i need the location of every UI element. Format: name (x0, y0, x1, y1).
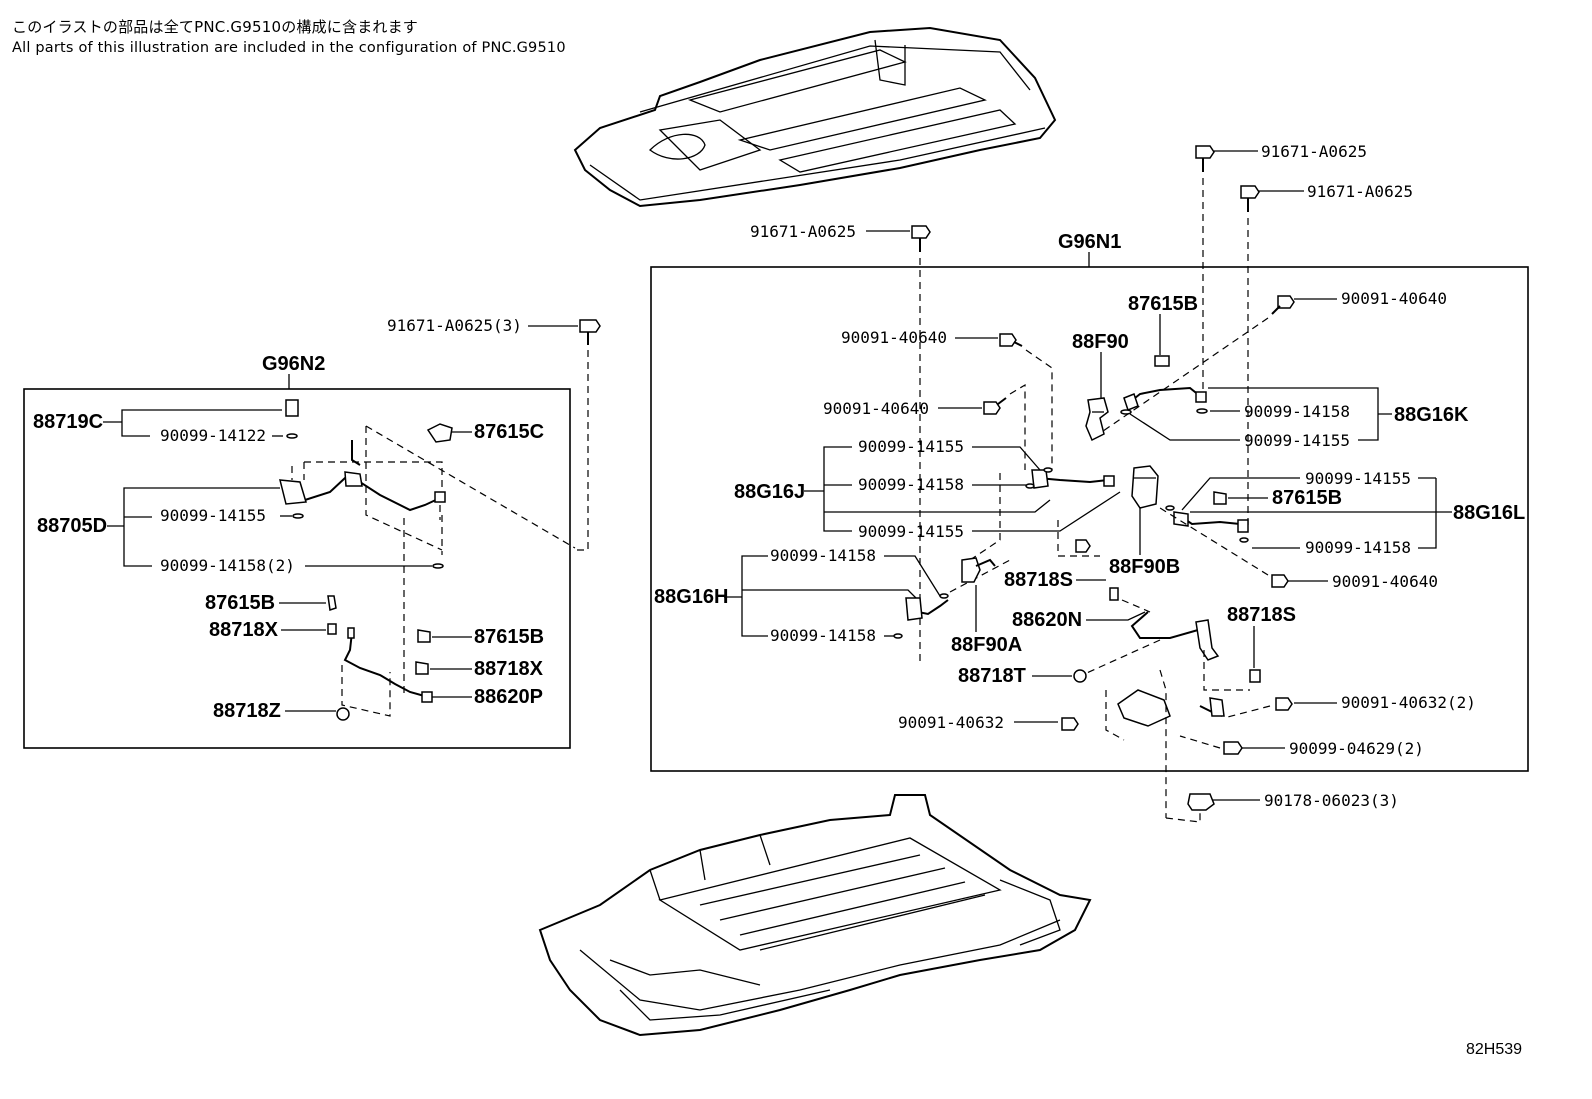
battery-upper-cover (573, 26, 1057, 208)
clip-icon (1249, 669, 1261, 683)
connector-icon (1154, 355, 1170, 367)
bolt-icon (1271, 574, 1289, 588)
label-90099-14155-k: 90099-14155 (1244, 431, 1350, 450)
bolt-icon (911, 225, 931, 252)
label-87615b-b: 87615B (474, 626, 544, 648)
connector-icon (327, 595, 337, 611)
label-88718z: 88718Z (213, 700, 281, 722)
label-88718x-a: 88718X (209, 619, 279, 641)
wire-harness-88g16k (1120, 386, 1208, 415)
label-90091-40640-b: 90091-40640 (841, 328, 947, 347)
label-88718s-b: 88718S (1227, 604, 1296, 626)
label-90091-40632: 90091-40632 (898, 713, 1004, 732)
connector-icon (285, 399, 299, 439)
label-j-90099-14155-b: 90099-14155 (858, 522, 964, 541)
label-88g16j: 88G16J (734, 481, 805, 503)
bolt-icon (1275, 697, 1293, 711)
label-88f90a: 88F90A (951, 634, 1022, 656)
bolt-icon (579, 319, 601, 345)
clamp-icon (426, 423, 453, 443)
label-90091-40640-d: 90091-40640 (1332, 572, 1438, 591)
grommet-icon (336, 707, 350, 721)
label-88705d: 88705D (37, 515, 107, 537)
figure-reference: 82H539 (1466, 1041, 1522, 1058)
clip-icon (415, 661, 429, 675)
label-90099-14155: 90099-14155 (160, 506, 266, 525)
header-english-note: All parts of this illustration are inclu… (12, 40, 566, 56)
bolt-icon (1240, 185, 1260, 212)
label-87615b-mid: 87615B (1272, 487, 1342, 509)
label-88f90: 88F90 (1072, 331, 1129, 353)
header-japanese-note: このイラストの部品は全てPNC.G9510の構成に含まれます (12, 18, 419, 36)
grommet-icon (1073, 669, 1087, 683)
label-88718x-b: 88718X (474, 658, 544, 680)
nut-icon (1223, 741, 1243, 755)
label-j-90099-14155-a: 90099-14155 (858, 437, 964, 456)
wire-88620n (1130, 611, 1220, 661)
bolt-icon (1061, 717, 1079, 731)
wire-harness-88g16h (893, 593, 949, 639)
label-88g16h: 88G16H (654, 586, 729, 608)
group-label-g96n1: G96N1 (1058, 231, 1121, 253)
wire-harness-88g16j (1025, 467, 1115, 489)
label-87615b-top: 87615B (1128, 293, 1198, 315)
bolt-icon (1195, 145, 1215, 172)
nut-icon (1187, 793, 1215, 811)
label-90099-04629-2: 90099-04629(2) (1289, 739, 1424, 758)
label-88718t: 88718T (958, 665, 1026, 687)
label-90178-06023-3: 90178-06023(3) (1264, 791, 1399, 810)
label-88620n: 88620N (1012, 609, 1082, 631)
label-91671-a0625-mid: 91671-A0625 (750, 222, 856, 241)
label-87615c: 87615C (474, 421, 544, 443)
label-l-90099-14158: 90099-14158 (1305, 538, 1411, 557)
label-90091-40640-c: 90091-40640 (823, 399, 929, 418)
group-box-g96n2 (23, 388, 571, 749)
group-label-g96n2: G96N2 (262, 353, 325, 375)
label-91671-a0625-top1: 91671-A0625 (1261, 142, 1367, 161)
label-l-90099-14155: 90099-14155 (1305, 469, 1411, 488)
label-h-90099-14158-a: 90099-14158 (770, 546, 876, 565)
relay-88f90b (1131, 465, 1159, 509)
clip-icon (327, 623, 337, 635)
clip-icon (1109, 587, 1119, 601)
label-88g16l: 88G16L (1453, 502, 1525, 524)
relay-88f90a (961, 557, 996, 583)
label-90099-14122: 90099-14122 (160, 426, 266, 445)
label-90091-40640-a: 90091-40640 (1341, 289, 1447, 308)
battery-lower-tray (538, 794, 1092, 1037)
bolt-icon (1271, 295, 1295, 315)
bracket-icon (1117, 689, 1225, 727)
label-91671-a0625-top2: 91671-A0625 (1307, 182, 1413, 201)
bolt-icon (999, 333, 1023, 347)
wire-harness-88705d (279, 440, 446, 569)
label-88620p: 88620P (474, 686, 543, 708)
group-box-g96n1 (650, 266, 1529, 772)
relay-88f90 (1085, 397, 1109, 442)
label-90091-40632-2: 90091-40632(2) (1341, 693, 1476, 712)
wire-88620p (343, 627, 433, 703)
bolt-icon (983, 397, 1007, 415)
label-88g16k: 88G16K (1394, 404, 1469, 426)
label-88f90b: 88F90B (1109, 556, 1180, 578)
label-91671-a0625-3: 91671-A0625(3) (387, 316, 522, 335)
label-88718s-a: 88718S (1004, 569, 1073, 591)
label-j-90099-14158: 90099-14158 (858, 475, 964, 494)
connector-icon (1213, 491, 1227, 505)
label-88719c: 88719C (33, 411, 103, 433)
bolt-icon (1075, 539, 1091, 553)
connector-icon (417, 629, 431, 643)
label-90099-14158-2: 90099-14158(2) (160, 556, 295, 575)
label-87615b-a: 87615B (205, 592, 275, 614)
label-h-90099-14158-b: 90099-14158 (770, 626, 876, 645)
label-90099-14158-k: 90099-14158 (1244, 402, 1350, 421)
